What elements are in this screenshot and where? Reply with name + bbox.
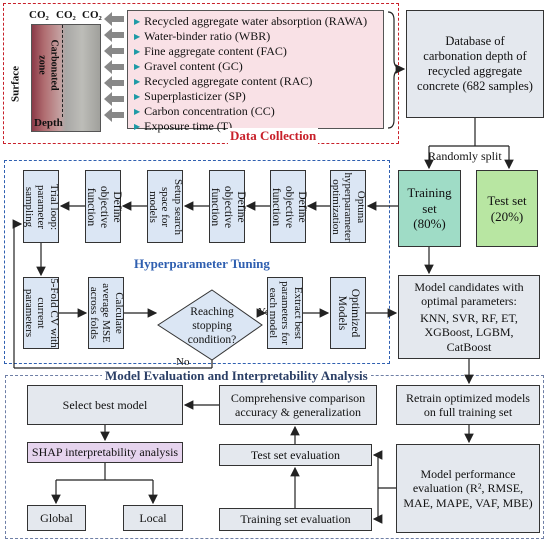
arrow-left-icons xyxy=(104,12,124,122)
bullet-icon: ▶ xyxy=(134,122,141,131)
hyperparameter-title: Hyperparameter Tuning xyxy=(134,256,270,271)
co2-label-3: CO₂ xyxy=(82,9,102,21)
bullet-icon: ▶ xyxy=(134,107,141,116)
bullet-icon: ▶ xyxy=(134,17,141,26)
bullet-icon: ▶ xyxy=(134,47,141,56)
test-set-box: Test set (20%) xyxy=(476,170,538,247)
global-box: Global xyxy=(27,505,86,531)
model-candidates-box: Model candidates with optimal parameters… xyxy=(398,275,540,359)
training-eval-box: Training set evaluation xyxy=(219,508,372,531)
surface-label: Surface xyxy=(9,65,22,103)
step-define-objective-3: Define objective function xyxy=(84,170,123,243)
feature-item: ▶Recycled aggregate content (RAC) xyxy=(134,74,313,88)
perf-eval-box: Model performance evaluation (R², RMSE, … xyxy=(396,444,540,533)
retrain-box: Retrain optimized models on full trainin… xyxy=(396,385,540,425)
shap-box: SHAP interpretability analysis xyxy=(27,442,183,463)
select-best-model-box: Select best model xyxy=(27,385,183,425)
bullet-icon: ▶ xyxy=(134,77,141,86)
feature-item: ▶Carbon concentration (CC) xyxy=(134,104,275,118)
model-candidates-list: KNN, SVR, RF, ET, XGBoost, LGBM, CatBoos… xyxy=(420,310,518,354)
feature-item: ▶Fine aggregate content (FAC) xyxy=(134,44,287,58)
feature-list: ▶Recycled aggregate water absorption (RA… xyxy=(127,10,384,133)
bullet-icon: ▶ xyxy=(134,32,141,41)
step-define-objective-2: Define objective function xyxy=(208,170,247,243)
training-set-box: Training set (80%) xyxy=(398,170,461,247)
step-optuna: Optuna hyperparameter optimization xyxy=(329,170,367,243)
bullet-icon: ▶ xyxy=(134,92,141,101)
step-define-objective-1: Define objective function xyxy=(269,170,308,243)
co2-label-1: CO₂ xyxy=(29,9,49,21)
depth-label: Depth xyxy=(34,117,63,129)
step-optimized-models: Optimized Models xyxy=(330,277,366,349)
feature-item: ▶Superplasticizer (SP) xyxy=(134,89,246,103)
feature-item: ▶Exposure time (T) xyxy=(134,119,233,133)
step-extract-best: Extract best parameters for each model xyxy=(267,277,304,349)
feature-item: ▶Recycled aggregate water absorption (RA… xyxy=(134,14,368,28)
database-box: Database of carbonation depth of recycle… xyxy=(406,10,544,118)
data-collection-title: Data Collection xyxy=(228,128,319,144)
feature-item: ▶Water-binder ratio (WBR) xyxy=(134,29,271,43)
step-calc-mse: Calculate average MSE across folds xyxy=(88,277,125,349)
carbonated-zone-label: Carbonated zone xyxy=(37,39,60,91)
comparison-box: Comprehensive comparison accuracy & gene… xyxy=(219,385,377,425)
decision-text: Reaching stopping condition? xyxy=(187,306,237,346)
local-box: Local xyxy=(123,505,183,531)
feature-item: ▶Gravel content (GC) xyxy=(134,59,243,73)
exposure-arrows xyxy=(104,12,126,134)
evaluation-title: Model Evaluation and Interpretability An… xyxy=(102,368,371,384)
model-candidates-title: Model candidates with optimal parameters… xyxy=(414,280,524,309)
bullet-icon: ▶ xyxy=(134,62,141,71)
step-trial-loop: Trial loop: parameter sampling xyxy=(23,170,60,243)
test-eval-box: Test set evaluation xyxy=(219,444,372,466)
zone-boundary xyxy=(62,25,63,117)
step-setup-search: Setup search space for models xyxy=(147,170,184,243)
hyperparameter-region xyxy=(4,160,390,364)
split-label: Randomly split xyxy=(428,149,502,163)
concrete-sample-photo: Carbonated zone Depth xyxy=(31,24,101,132)
co2-label-2: CO₂ xyxy=(56,9,76,21)
step-5fold-cv: 5-Fold CV with current parameters xyxy=(22,277,60,349)
no-label: No xyxy=(176,356,190,368)
